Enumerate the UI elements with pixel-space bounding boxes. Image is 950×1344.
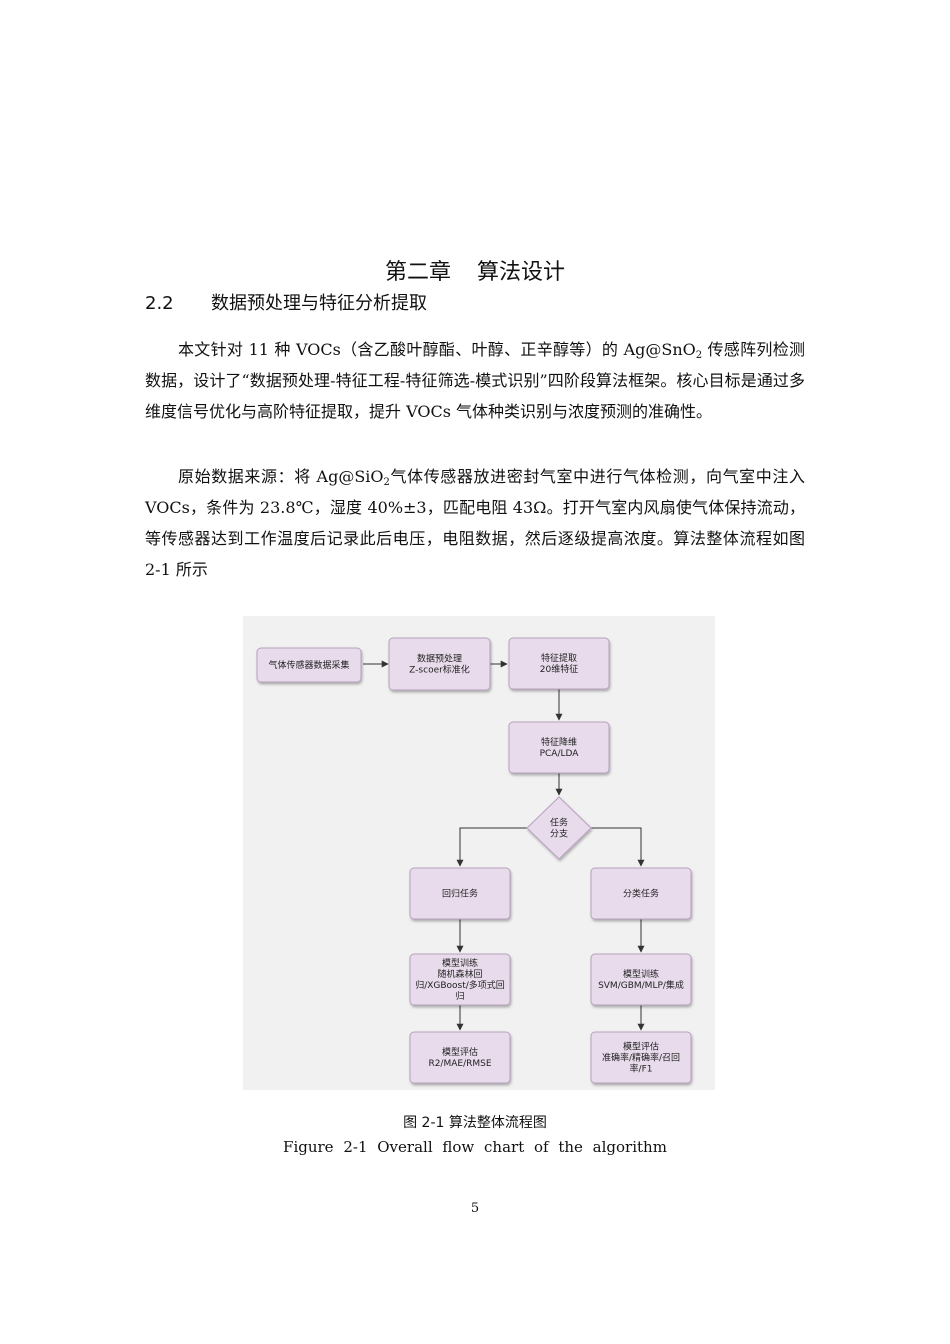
node-label: 数据预处理 — [417, 653, 462, 665]
node-label: 归/XGBoost/多项式回 — [415, 979, 505, 991]
flowchart-nodes: 气体传感器数据采集数据预处理Z-scoer标准化特征提取20维特征特征降维PCA… — [256, 637, 692, 1084]
node-acquire: 气体传感器数据采集 — [256, 647, 362, 683]
node-shape — [526, 796, 592, 860]
node-shape — [508, 721, 610, 774]
figure-caption-en: Figure 2-1 Overall flow chart of the alg… — [283, 1138, 667, 1156]
node-label: 分支 — [550, 828, 568, 840]
paragraph-intro: 本文针对 11 种 VOCs（含乙酸叶醇酯、叶醇、正辛醇等）的 Ag@SnO2 … — [145, 340, 805, 421]
node-regression: 回归任务 — [409, 867, 511, 920]
chapter-name: 算法设计 — [477, 260, 566, 285]
node-classification: 分类任务 — [590, 867, 692, 920]
node-label: 模型训练 — [623, 968, 659, 980]
node-label: Z-scoer标准化 — [409, 664, 470, 676]
node-label: SVM/GBM/MLP/集成 — [598, 979, 684, 991]
node-label: 特征降维 — [541, 736, 577, 748]
figure-caption-cn: 图 2-1 算法整体流程图 — [403, 1115, 547, 1131]
edge-branch-regression — [456, 827, 527, 867]
node-label: 随机森林回 — [437, 968, 482, 980]
node-label: 模型训练 — [442, 957, 478, 969]
node-shape — [388, 637, 491, 691]
node-shape — [409, 867, 511, 920]
section-heading: 2.2 数据预处理与特征分析提取 — [145, 290, 427, 318]
node-shape — [590, 1031, 692, 1084]
node-shape — [409, 1031, 511, 1084]
node-shape — [409, 953, 511, 1006]
page-number: 5 — [470, 1201, 480, 1216]
flowchart-svg: 气体传感器数据采集数据预处理Z-scoer标准化特征提取20维特征特征降维PCA… — [256, 637, 692, 1084]
edge-branch-classification — [591, 827, 645, 867]
node-shape — [256, 647, 362, 683]
node-label: 分类任务 — [623, 888, 659, 900]
section-number: 2.2 — [145, 293, 174, 314]
node-shape — [508, 637, 610, 690]
node-label: 准确率/精确率/召回 — [602, 1052, 680, 1064]
node-shape — [590, 867, 692, 920]
node-shape — [590, 953, 692, 1006]
node-label: 归 — [455, 990, 464, 1002]
chapter-title: 第二章 算法设计 — [0, 258, 950, 288]
node-label: 气体传感器数据采集 — [268, 659, 349, 671]
node-label: 率/F1 — [630, 1063, 653, 1075]
node-label: 回归任务 — [442, 888, 478, 900]
flowchart-edges — [363, 660, 645, 1031]
section-title: 数据预处理与特征分析提取 — [211, 293, 427, 314]
node-label: 模型评估 — [442, 1046, 478, 1058]
paragraph-data-source: 原始数据来源：将 Ag@SiO2气体传感器放进密封气室中进行气体检测，向气室中注… — [145, 467, 805, 579]
node-label: 任务 — [550, 817, 568, 829]
node-label: 20维特征 — [540, 663, 578, 675]
node-label: 模型评估 — [623, 1041, 659, 1053]
node-label: 特征提取 — [541, 652, 577, 664]
node-label: R2/MAE/RMSE — [428, 1059, 491, 1069]
chapter-number: 第二章 — [384, 260, 451, 285]
node-label: PCA/LDA — [540, 749, 580, 759]
